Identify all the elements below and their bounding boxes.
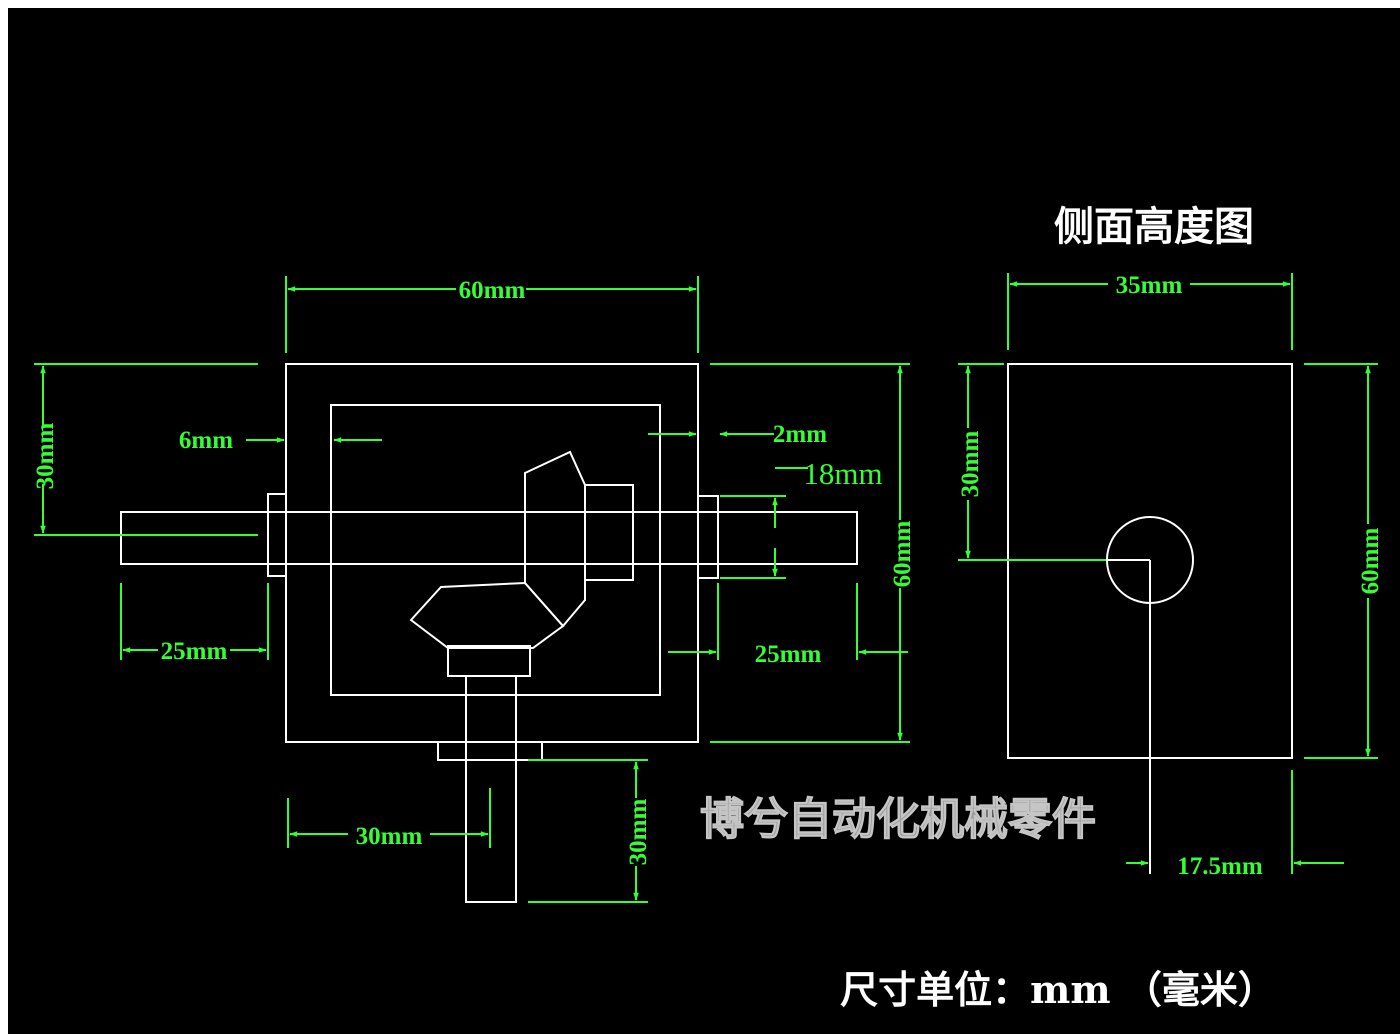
dim-top-width: 60mm	[459, 277, 526, 304]
dim-bottom-shaft: 30mm	[625, 799, 652, 866]
upper-bevel-gear	[524, 450, 586, 628]
dim-shaft-diameter: 18mm	[803, 456, 882, 491]
gearbox-outer-housing	[285, 363, 699, 743]
lower-gear-hub	[447, 645, 531, 677]
cad-drawing-canvas: 60mm 30mm 6mm 2mm 18mm 60mm 25mm	[8, 8, 1400, 1034]
unit-note: 尺寸单位：mm （毫米）	[840, 967, 1276, 1012]
upper-gear-hub	[584, 484, 634, 581]
dim-bottom-width: 30mm	[356, 823, 423, 850]
side-view-dimensions: 侧面高度图 35mm 30mm 60mm 17.5mm	[957, 203, 1384, 880]
drawing-svg: 60mm 30mm 6mm 2mm 18mm 60mm 25mm	[32, 203, 1384, 1012]
front-view-dimensions: 60mm 30mm 6mm 2mm 18mm 60mm 25mm	[32, 276, 916, 903]
dim-left-shaft: 25mm	[161, 638, 228, 665]
lower-bevel-gear	[409, 581, 565, 649]
dim-side-width: 35mm	[1116, 272, 1183, 299]
bottom-bearing-collar	[437, 741, 543, 761]
watermark-text: 博兮自动化机械零件	[700, 794, 1096, 845]
side-view-title: 侧面高度图	[1054, 203, 1254, 250]
front-view	[120, 363, 858, 903]
right-bearing-collar	[697, 495, 719, 579]
dim-wall-2: 2mm	[773, 421, 827, 448]
dim-right-shaft: 25mm	[755, 641, 822, 668]
left-bearing-collar	[267, 493, 287, 577]
gearbox-inner-cavity	[330, 404, 661, 696]
horizontal-shaft	[120, 511, 858, 565]
dim-left-height: 30mm	[32, 423, 59, 490]
dim-right-height: 60mm	[889, 521, 916, 588]
dim-side-center: 17.5mm	[1177, 853, 1263, 880]
dim-wall-6: 6mm	[179, 427, 233, 454]
dim-side-height: 60mm	[1357, 528, 1384, 595]
dim-side-hole-height: 30mm	[957, 431, 984, 498]
